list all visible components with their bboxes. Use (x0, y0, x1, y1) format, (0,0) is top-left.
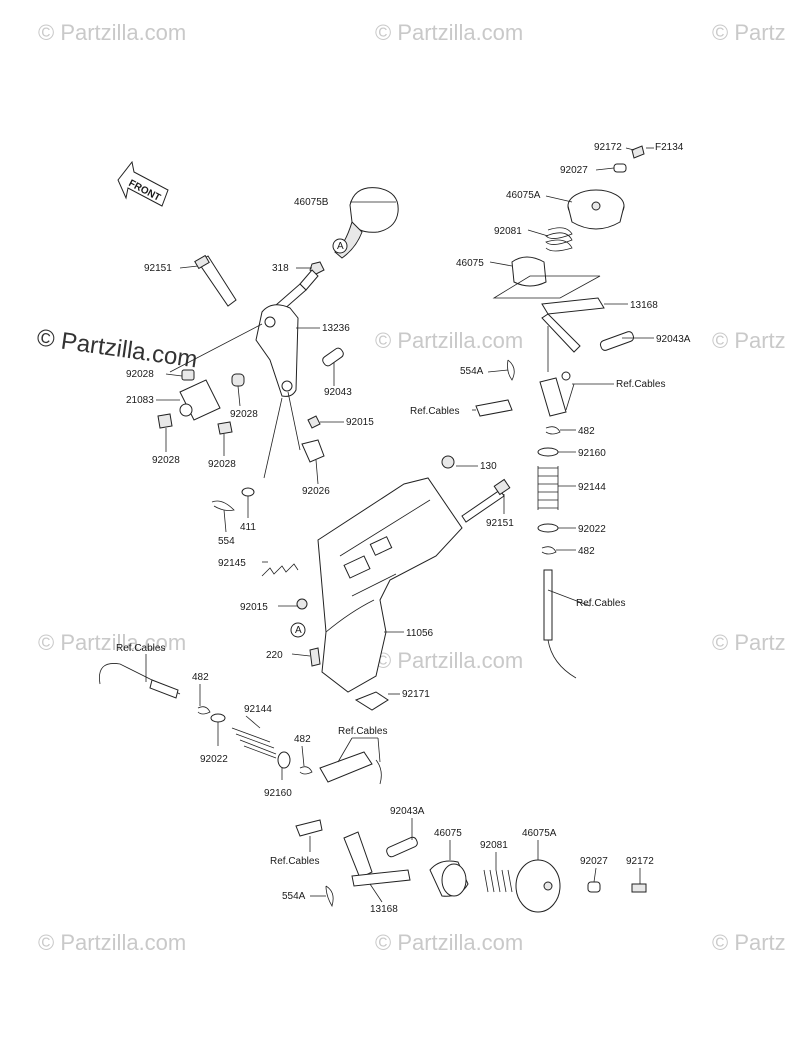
part-label: 92160 (578, 448, 606, 459)
part-label: 92144 (244, 704, 272, 715)
part-label: 46075 (456, 258, 484, 269)
watermark: © Partzilla.com (375, 328, 523, 353)
part-label: 13236 (322, 323, 350, 334)
part-label: 130 (480, 461, 497, 472)
part-label: 92028 (230, 409, 258, 420)
part-label: Ref.Cables (116, 643, 165, 654)
watermark: © Partz (712, 20, 786, 45)
watermark-featured: © Partzilla.com (35, 324, 199, 373)
part-label: 92043A (656, 334, 691, 345)
leader-lines (145, 147, 654, 903)
bottom-knob-assembly (429, 859, 647, 913)
part-label: 92027 (580, 856, 608, 867)
part-label: 92043 (324, 387, 352, 398)
shift-lever-assembly: A (157, 187, 399, 511)
part-label: 482 (578, 546, 595, 557)
part-label: 13168 (630, 300, 658, 311)
part-label: 46075A (522, 828, 557, 839)
part-label: 46075 (434, 828, 462, 839)
part-labels: 92172 F2134 92027 46075A 92081 46075 131… (116, 142, 691, 915)
ref-marker-a-text: A (337, 241, 344, 252)
part-label: 482 (294, 734, 311, 745)
part-label: 92160 (264, 788, 292, 799)
watermark: © Partzilla.com (38, 930, 186, 955)
watermark: © Partzilla.com (375, 648, 523, 673)
part-label: 92151 (144, 263, 172, 274)
watermark: © Partz (712, 930, 786, 955)
watermark: © Partzilla.com (38, 630, 186, 655)
part-label: Ref.Cables (338, 726, 387, 737)
bracket-11056 (317, 477, 463, 693)
part-label: 92015 (346, 417, 374, 428)
part-label: 46075A (506, 190, 541, 201)
part-label: 411 (240, 522, 256, 533)
right-lever-assembly (475, 145, 645, 679)
watermark: © Partzilla.com (38, 20, 186, 45)
part-label: 92145 (218, 558, 246, 569)
part-label: 92172 (626, 856, 654, 867)
watermark: © Partzilla.com (375, 930, 523, 955)
pedal-bracket-assembly: A (261, 455, 511, 711)
part-label: 13168 (370, 904, 398, 915)
lever-13236 (255, 304, 299, 397)
part-label: 21083 (126, 395, 154, 406)
front-arrow-icon: FRONT (117, 160, 169, 207)
watermark: © Partz (712, 630, 786, 655)
watermark-layer: © Partzilla.com © Partzilla.com © Partz … (35, 20, 786, 955)
part-label: Ref.Cables (616, 379, 665, 390)
part-label: 92028 (152, 455, 180, 466)
part-label: Ref.Cables (270, 856, 319, 867)
part-label: Ref.Cables (410, 406, 459, 417)
part-label: 554A (282, 891, 306, 902)
part-label: 92144 (578, 482, 606, 493)
part-label: 92171 (402, 689, 430, 700)
part-label: 318 (272, 263, 289, 274)
part-label: 92028 (126, 369, 154, 380)
part-label: 482 (578, 426, 595, 437)
watermark: © Partz (712, 328, 786, 353)
part-label: 92151 (486, 518, 514, 529)
part-label: 92081 (494, 226, 522, 237)
ref-marker-a-text: A (295, 625, 302, 636)
watermark: © Partzilla.com (375, 20, 523, 45)
part-label: 92015 (240, 602, 268, 613)
part-label: 92172 (594, 142, 622, 153)
knob-46075b (349, 187, 399, 233)
part-label: 220 (266, 650, 283, 661)
part-label: 92043A (390, 806, 425, 817)
part-label: 92022 (200, 754, 228, 765)
part-label: Ref.Cables (576, 598, 625, 609)
part-label: 92027 (560, 165, 588, 176)
ref-marker-a (332, 238, 348, 254)
part-label: 92028 (208, 459, 236, 470)
part-label: 46075B (294, 197, 329, 208)
part-label: 482 (192, 672, 209, 683)
part-label: 11056 (406, 628, 434, 639)
part-label: 92081 (480, 840, 508, 851)
part-label: 554A (460, 366, 484, 377)
part-label: 92026 (302, 486, 330, 497)
cable-rod-assembly (99, 663, 418, 907)
part-label: 92022 (578, 524, 606, 535)
part-label: F2134 (655, 142, 684, 153)
part-label: 554 (218, 536, 235, 547)
